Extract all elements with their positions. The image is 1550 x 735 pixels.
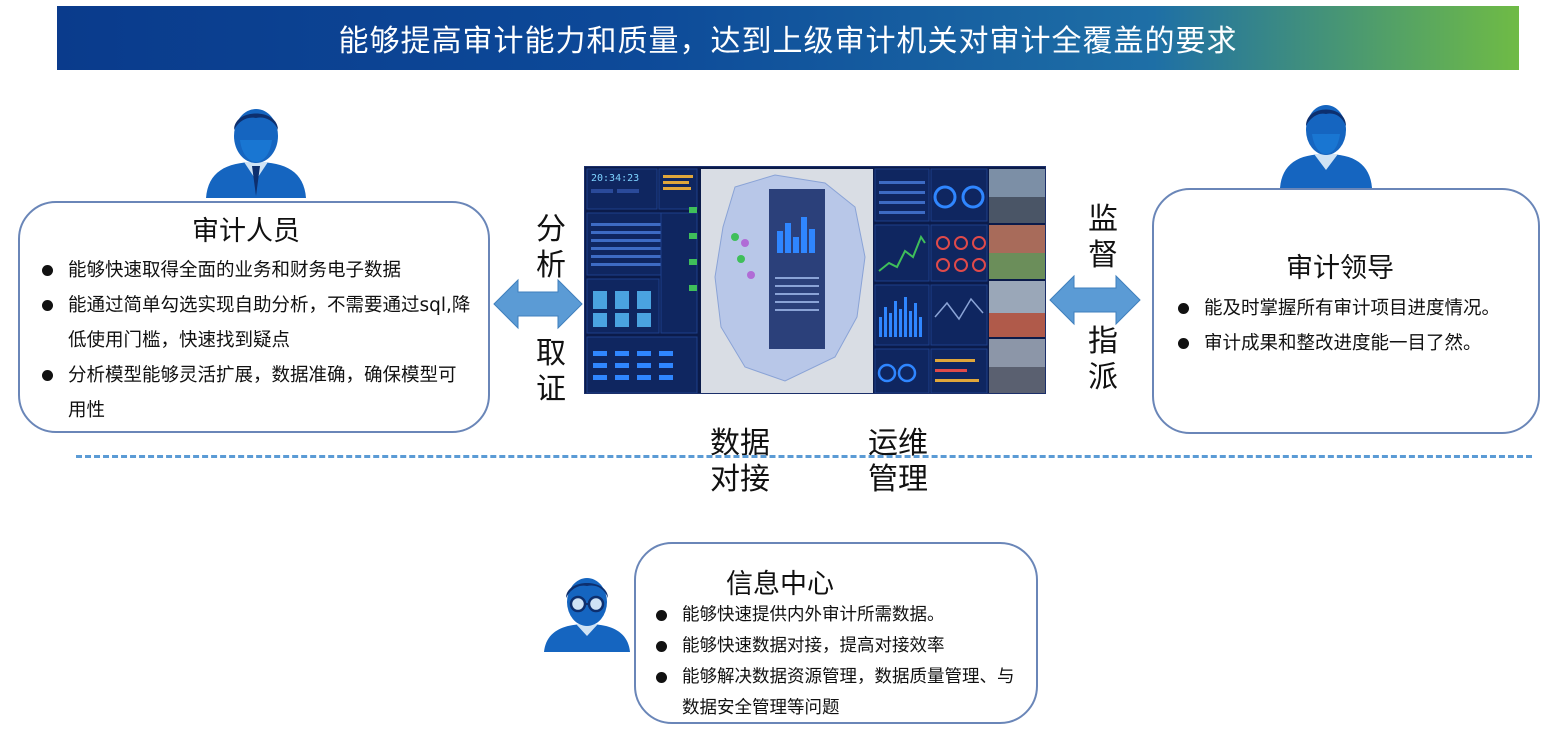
label-assign: 指 派: [1086, 324, 1120, 396]
dashboard-graphic: 20:34:23: [585, 167, 1045, 393]
dashed-separator: [76, 455, 1532, 458]
leader-card: 审计领导 能及时掌握所有审计项目进度情况。 审计成果和整改进度能一目了然。: [1152, 188, 1540, 434]
label-data-dock-2: 对接: [710, 462, 770, 497]
label-assign-1: 指: [1088, 324, 1118, 359]
left-double-arrow: [493, 278, 583, 330]
label-assign-2: 派: [1088, 360, 1118, 395]
auditor-title: 审计人员: [192, 216, 300, 247]
label-data-dock: 数据 对接: [710, 426, 770, 498]
label-supervise: 监 督: [1086, 202, 1120, 274]
auditor-bullet-2: 能通过简单勾选实现自助分析，不需要通过sql,降低使用门槛，快速找到疑点: [42, 288, 474, 358]
label-evidence-1: 取: [536, 336, 566, 371]
label-supervise-2: 督: [1088, 238, 1118, 273]
label-supervise-1: 监: [1088, 202, 1118, 237]
label-evidence-2: 证: [536, 372, 566, 407]
auditor-bullet-1: 能够快速取得全面的业务和财务电子数据: [42, 253, 474, 288]
auditor-card: 审计人员 能够快速取得全面的业务和财务电子数据 能通过简单勾选实现自助分析，不需…: [18, 201, 490, 433]
label-analysis-1: 分: [536, 212, 566, 247]
auditor-bullet-list: 能够快速取得全面的业务和财务电子数据 能通过简单勾选实现自助分析，不需要通过sq…: [42, 253, 474, 428]
label-analysis: 分 析: [534, 212, 568, 284]
right-double-arrow: [1049, 274, 1141, 326]
label-analysis-2: 析: [536, 248, 566, 283]
leader-title: 审计领导: [1286, 253, 1394, 284]
label-ops-2: 管理: [868, 462, 928, 497]
leader-bullet-list: 能及时掌握所有审计项目进度情况。 审计成果和整改进度能一目了然。: [1178, 291, 1528, 361]
leader-bullet-1: 能及时掌握所有审计项目进度情况。: [1178, 291, 1528, 326]
leader-person-icon: [1280, 105, 1372, 188]
info-center-bullet-2: 能够快速数据对接，提高对接效率: [656, 631, 1028, 662]
banner-title: 能够提高审计能力和质量，达到上级审计机关对审计全覆盖的要求: [338, 24, 1238, 59]
auditor-bullet-3: 分析模型能够灵活扩展，数据准确，确保模型可用性: [42, 358, 474, 428]
label-ops: 运维 管理: [868, 426, 928, 498]
info-center-card: 信息中心 能够快速提供内外审计所需数据。 能够快速数据对接，提高对接效率 能够解…: [634, 542, 1038, 724]
info-center-bullet-list: 能够快速提供内外审计所需数据。 能够快速数据对接，提高对接效率 能够解决数据资源…: [656, 600, 1028, 724]
info-center-bullet-3: 能够解决数据资源管理，数据质量管理、与数据安全管理等问题: [656, 662, 1028, 724]
label-evidence: 取 证: [534, 336, 568, 408]
leader-bullet-2: 审计成果和整改进度能一目了然。: [1178, 326, 1528, 361]
banner: 能够提高审计能力和质量，达到上级审计机关对审计全覆盖的要求: [57, 6, 1519, 70]
info-center-bullet-1: 能够快速提供内外审计所需数据。: [656, 600, 1028, 631]
dashboard-clock: 20:34:23: [591, 173, 639, 184]
dashboard-screenshot: 20:34:23: [584, 166, 1046, 394]
info-center-person-icon: [544, 578, 630, 652]
info-center-title: 信息中心: [726, 569, 834, 600]
auditor-person-icon: [206, 109, 306, 198]
